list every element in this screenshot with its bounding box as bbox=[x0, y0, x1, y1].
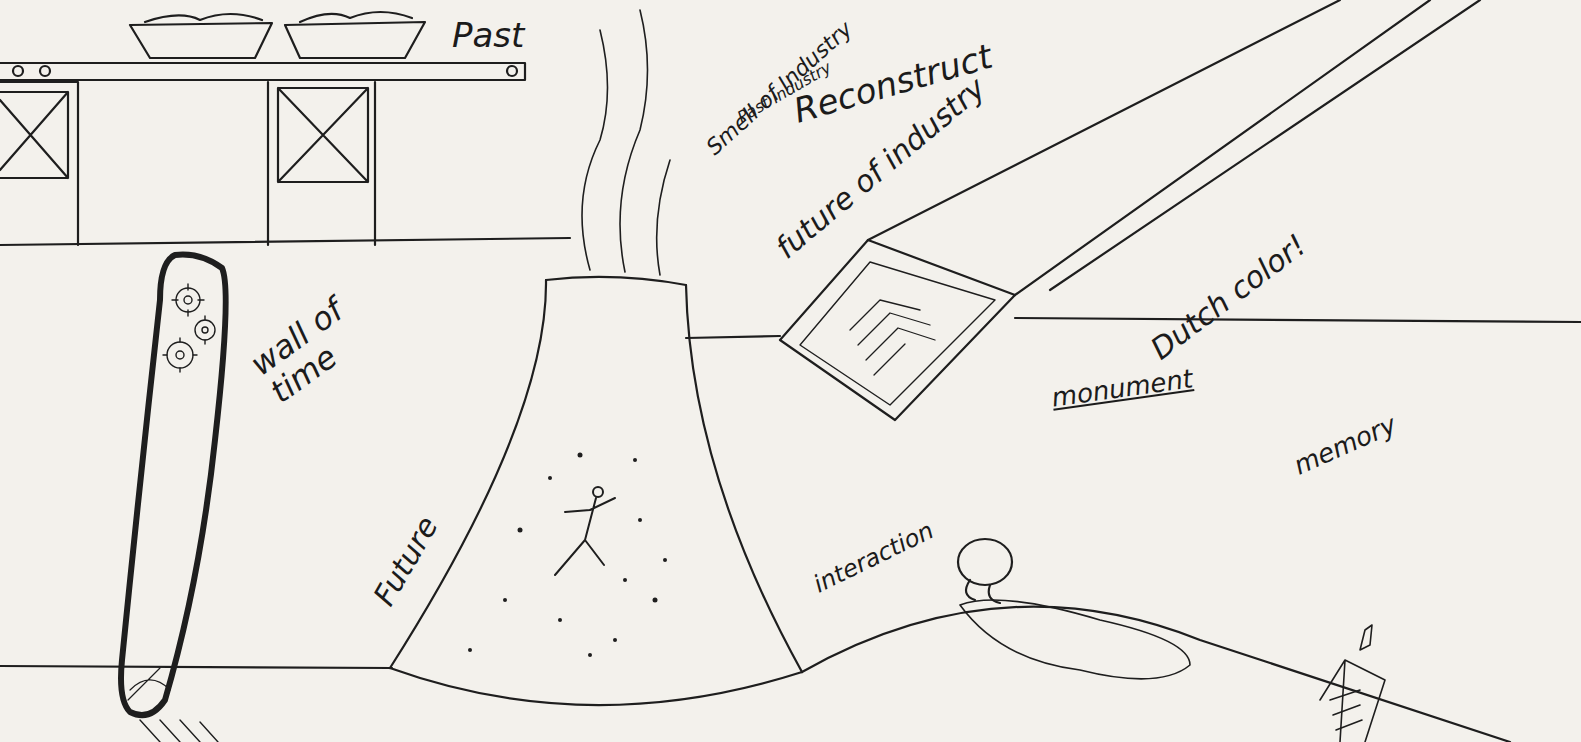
note-label: Dutch color! bbox=[1145, 229, 1312, 365]
shelf-leg bbox=[268, 82, 375, 245]
tube-body bbox=[868, 0, 1480, 295]
bolt bbox=[507, 66, 517, 76]
shelf-leg bbox=[0, 82, 78, 245]
climbing-figure bbox=[555, 487, 615, 575]
tower-base bbox=[390, 668, 802, 705]
horizon-line bbox=[1015, 318, 1581, 322]
bowl-contents bbox=[300, 12, 412, 22]
hatching bbox=[140, 720, 218, 742]
smoke bbox=[582, 10, 670, 275]
note-label: Future bbox=[368, 511, 444, 610]
title-label: Past bbox=[452, 18, 524, 54]
tube-inner bbox=[800, 262, 995, 405]
note-label: memory bbox=[1290, 411, 1400, 480]
bolt bbox=[40, 66, 50, 76]
note-label: interaction bbox=[810, 518, 938, 598]
bowl-contents bbox=[145, 14, 262, 22]
climbing-holds bbox=[468, 453, 667, 658]
ground-line bbox=[0, 238, 570, 245]
tower-top bbox=[546, 277, 686, 285]
bolt bbox=[13, 66, 23, 76]
crossed-box bbox=[0, 92, 68, 178]
small-structure bbox=[1320, 625, 1385, 742]
bowl bbox=[130, 23, 272, 58]
hatching bbox=[128, 668, 170, 700]
tube-stairs bbox=[850, 300, 935, 375]
ground-line bbox=[0, 666, 392, 668]
tower-side bbox=[390, 280, 546, 668]
shelf-beam bbox=[0, 63, 525, 80]
crossed-box bbox=[278, 88, 368, 182]
bowl bbox=[285, 22, 425, 58]
connector-line bbox=[686, 336, 780, 338]
gears bbox=[163, 284, 215, 372]
tube-mouth bbox=[780, 240, 1015, 420]
hill bbox=[802, 607, 1510, 742]
note-label: wall of time bbox=[245, 290, 373, 409]
note-label: monument bbox=[1050, 365, 1195, 412]
interaction-figure bbox=[958, 539, 1190, 679]
wall-of-time bbox=[121, 255, 226, 716]
